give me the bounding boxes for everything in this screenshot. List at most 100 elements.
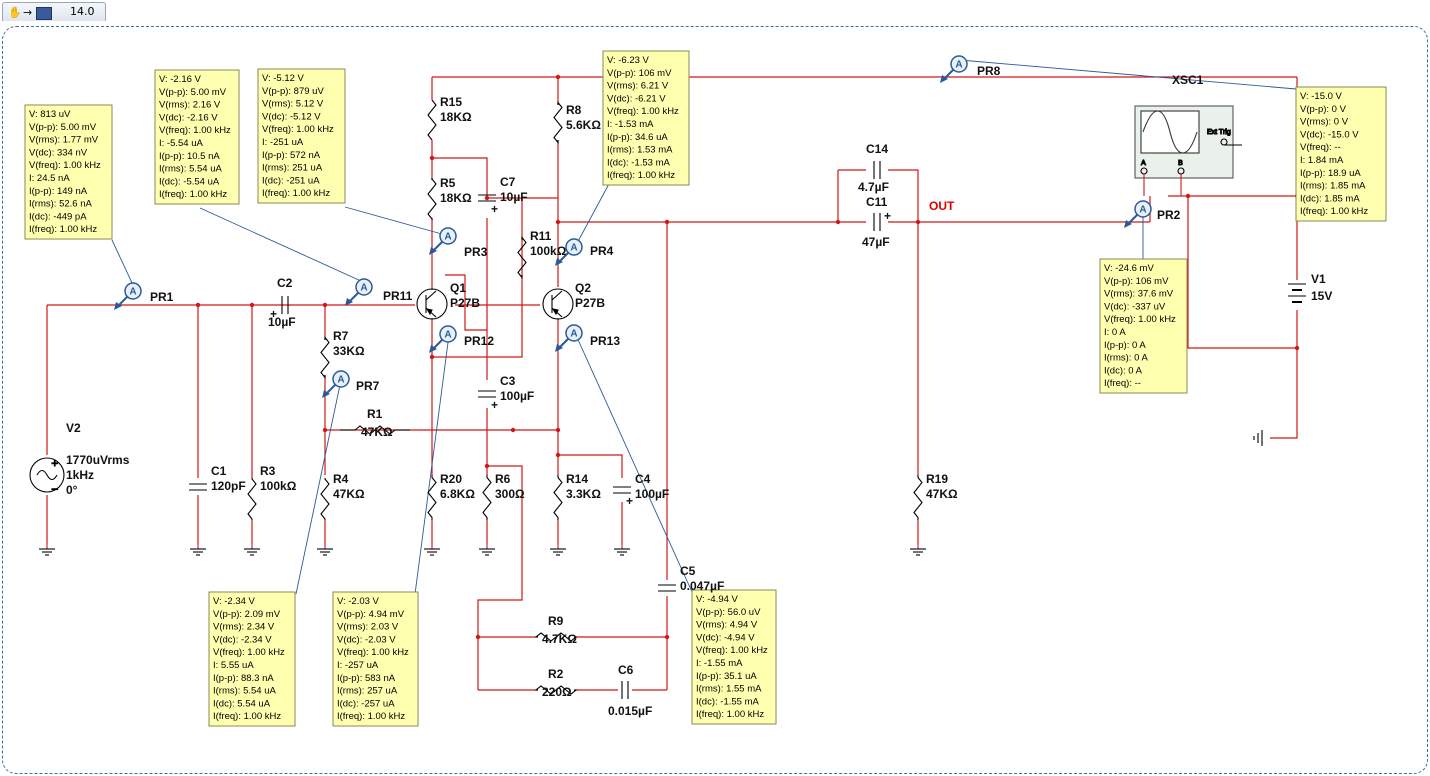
r1-resistor[interactable] bbox=[340, 425, 410, 435]
pr11-reading: I(p-p): 10.5 nA bbox=[159, 151, 220, 162]
pr8-readout[interactable]: V: -15.0 VV(p-p): 0 VV(rms): 0 VV(dc): -… bbox=[1295, 86, 1387, 222]
pr12-reading: I(rms): 257 uA bbox=[337, 686, 398, 697]
pr1-probe[interactable]: A bbox=[114, 282, 142, 310]
pr4-probe[interactable]: A bbox=[555, 238, 583, 266]
v2-phase: 0° bbox=[66, 483, 78, 497]
pr13-probe[interactable]: A bbox=[555, 324, 583, 352]
r3-value: 100kΩ bbox=[260, 479, 297, 493]
r8-resistor[interactable] bbox=[553, 100, 563, 145]
r2-resistor[interactable] bbox=[534, 685, 578, 695]
pr7-leader bbox=[295, 379, 342, 595]
out-label: OUT bbox=[929, 199, 955, 213]
wire bbox=[477, 465, 523, 690]
pr2-probe-tip bbox=[1124, 220, 1132, 228]
pr8-probe[interactable]: A bbox=[940, 55, 968, 83]
junction-dot bbox=[835, 219, 841, 225]
pr7-readout[interactable]: V: -2.34 VV(p-p): 2.09 mVV(rms): 2.34 VV… bbox=[208, 591, 296, 727]
r14-resistor[interactable] bbox=[553, 475, 563, 520]
pr4-readout-box bbox=[602, 50, 690, 186]
pr1-readout[interactable]: V: 813 uVV(p-p): 5.00 mVV(rms): 1.77 mVV… bbox=[24, 104, 113, 240]
ground-symbol bbox=[550, 543, 566, 556]
pr4-reading: V(freq): 1.00 kHz bbox=[607, 106, 679, 117]
junction-dot bbox=[484, 463, 490, 469]
v2-ac-source[interactable]: +− bbox=[29, 457, 65, 496]
r14-value: 3.3KΩ bbox=[566, 487, 601, 501]
pr11-reading: I(freq): 1.00 kHz bbox=[159, 189, 227, 200]
pr4-readout[interactable]: V: -6.23 VV(p-p): 106 mVV(rms): 6.21 VV(… bbox=[602, 50, 690, 186]
r8-name: R8 bbox=[566, 103, 582, 117]
pr13-reading: V(rms): 4.94 V bbox=[696, 620, 758, 631]
pr11-reading: V(dc): -2.16 V bbox=[159, 112, 218, 123]
pr3-probe[interactable]: A bbox=[429, 227, 457, 255]
ammeter-icon: A bbox=[444, 330, 451, 341]
c3-polarity: + bbox=[491, 398, 498, 412]
r7-resistor[interactable] bbox=[320, 335, 330, 380]
r19-resistor[interactable] bbox=[913, 475, 923, 520]
pr2-probe-meter-icon bbox=[1134, 200, 1152, 218]
pr7-reading: V(dc): -2.34 V bbox=[213, 634, 272, 645]
pr13-probe-tip bbox=[555, 344, 563, 352]
pr1-reading: V(rms): 1.77 mV bbox=[29, 135, 99, 146]
pr2-readout[interactable]: V: -24.6 mVV(p-p): 106 mVV(rms): 37.6 mV… bbox=[1099, 258, 1188, 394]
r3-resistor[interactable] bbox=[247, 478, 257, 520]
pr11-readout[interactable]: V: -2.16 VV(p-p): 5.00 mVV(rms): 2.16 VV… bbox=[154, 69, 240, 205]
pr3-reading: I(p-p): 572 nA bbox=[262, 150, 321, 161]
v1-battery[interactable] bbox=[1288, 283, 1306, 303]
q1-transistor[interactable] bbox=[416, 288, 448, 320]
pr2-reading: I: 0 A bbox=[1104, 327, 1126, 338]
ground-symbol bbox=[614, 543, 630, 556]
ammeter-icon: A bbox=[337, 375, 344, 386]
pr1-probe-meter-icon bbox=[124, 282, 142, 300]
q1-value: P27B bbox=[450, 296, 480, 310]
r6-resistor[interactable] bbox=[482, 475, 492, 520]
pr1-leader bbox=[111, 239, 134, 286]
r11-name: R11 bbox=[530, 229, 552, 243]
c5-name: C5 bbox=[680, 564, 696, 578]
r7-name: R7 bbox=[333, 329, 349, 343]
pr13-reading: I(dc): -1.55 mA bbox=[696, 696, 759, 707]
c2-name: C2 bbox=[277, 276, 293, 290]
pr8-reading: V(freq): -- bbox=[1300, 142, 1341, 153]
pr11-probe[interactable]: A bbox=[345, 278, 373, 306]
sheet-tab-bar: ✋ → 14.0 bbox=[0, 0, 110, 22]
junction-dot bbox=[555, 452, 561, 458]
r15-name: R15 bbox=[440, 95, 462, 109]
junction-dot bbox=[195, 302, 201, 308]
pr3-reading: V(rms): 5.12 V bbox=[262, 99, 324, 110]
pr3-readout[interactable]: V: -5.12 VV(p-p): 879 uVV(rms): 5.12 VV(… bbox=[257, 68, 346, 204]
r9-resistor[interactable] bbox=[534, 632, 578, 642]
pr13-readout[interactable]: V: -4.94 VV(p-p): 56.0 uVV(rms): 4.94 VV… bbox=[691, 589, 777, 725]
r15-resistor[interactable] bbox=[427, 99, 437, 141]
v2-circle bbox=[29, 457, 65, 493]
c14-name: C14 bbox=[866, 142, 888, 156]
pr2-reading: I(p-p): 0 A bbox=[1104, 340, 1146, 351]
pr12-readout[interactable]: V: -2.03 VV(p-p): 4.94 mVV(rms): 2.03 VV… bbox=[332, 591, 419, 727]
pr12-reading: I(freq): 1.00 kHz bbox=[337, 711, 405, 722]
r11-resistor[interactable] bbox=[517, 235, 527, 280]
q2-body bbox=[542, 288, 574, 320]
pr7-probe[interactable]: A bbox=[322, 370, 350, 398]
pr13-reading: V(freq): 1.00 kHz bbox=[696, 645, 768, 656]
c3-name: C3 bbox=[500, 374, 516, 388]
pr12-probe[interactable]: A bbox=[429, 325, 457, 353]
q2-transistor[interactable] bbox=[542, 288, 574, 320]
pr11-reading: V: -2.16 V bbox=[159, 74, 202, 85]
pr3-reading: I(rms): 251 uA bbox=[262, 163, 323, 174]
wire bbox=[432, 157, 488, 190]
c4-polarity: + bbox=[626, 494, 633, 508]
pr3-readout-box bbox=[257, 68, 346, 204]
pr4-reading: I(freq): 1.00 kHz bbox=[607, 170, 675, 181]
r20-resistor[interactable] bbox=[427, 475, 437, 520]
sheet-tab[interactable]: ✋ → 14.0 bbox=[2, 2, 106, 21]
wire bbox=[1187, 196, 1297, 349]
r5-resistor[interactable] bbox=[427, 177, 437, 221]
q2-emitter-arrow bbox=[551, 308, 559, 316]
pr3-reading: I(dc): -251 uA bbox=[262, 175, 320, 186]
pr12-probe-meter-icon bbox=[439, 325, 457, 343]
pr3-reading: V(freq): 1.00 kHz bbox=[262, 124, 334, 135]
v2-plus: + bbox=[51, 459, 59, 469]
r4-resistor[interactable] bbox=[320, 478, 330, 520]
pr2-probe[interactable]: A bbox=[1124, 200, 1152, 228]
